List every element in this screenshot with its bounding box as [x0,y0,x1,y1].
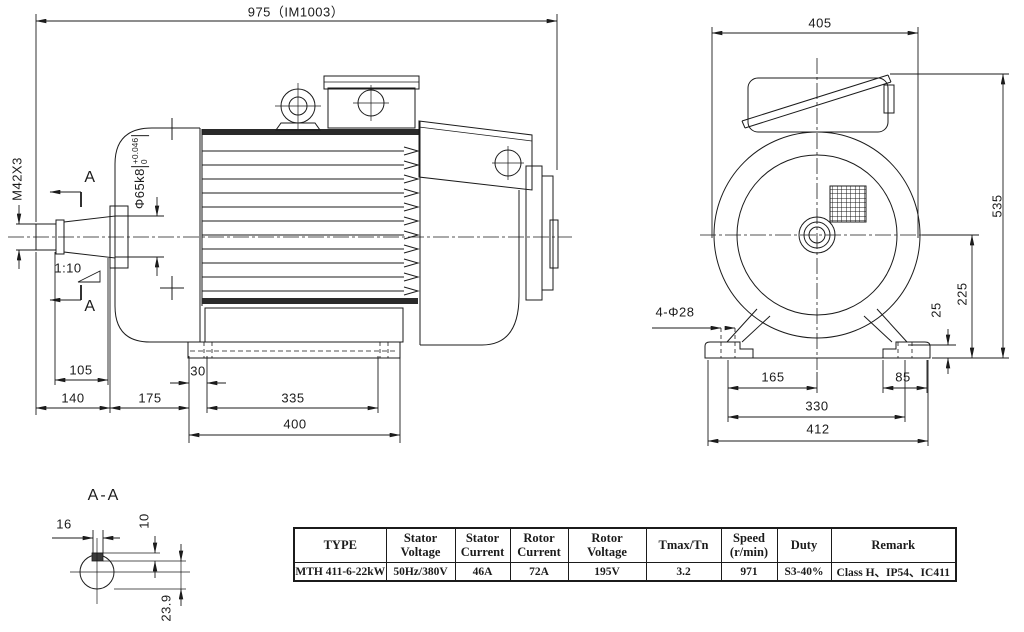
front-bottom-dims [707,360,929,446]
shaft-dia-value: Φ65k8 [132,168,148,210]
value-stator-current: 46A [454,562,511,582]
value-tmax-tn: 3.2 [645,562,722,582]
shaft [35,205,129,269]
section-letter-top: A [84,169,96,186]
value-stator-voltage: 50Hz/380V [385,562,456,582]
dim-label-330: 330 [805,398,829,414]
dim-label-thread: M42X3 [9,157,25,201]
value-rotor-voltage: 195V [567,562,647,582]
side-view [8,14,572,443]
side-bottom-dims [35,252,401,443]
col-type: TYPE [293,527,387,563]
col-duty: Duty [776,527,832,563]
value-duty: S3-40% [776,562,832,582]
lifting-eye [275,83,321,131]
base [187,307,404,359]
dim-label-shaft-diameter: Φ65k8 +0.046 0 [130,134,149,210]
dim-label-23-9: 23.9 [158,594,174,622]
dim-label-412: 412 [806,421,830,437]
shaft-dia-tolerance: +0.046 0 [130,134,149,168]
dim-phi65 [115,197,164,276]
dim-label-535: 535 [989,194,1005,218]
taper-label: 1:10 [54,260,82,276]
value-remark: Class H、IP54、IC411 [830,562,957,582]
holes-label: 4-Φ28 [655,304,695,320]
dim-label-25: 25 [928,302,944,318]
value-rotor-current: 72A [509,562,569,582]
spec-data-row: MTH 411-6-22kW 50Hz/380V 46A 72A 195V 3.… [293,562,957,582]
feet [704,308,931,359]
dim-label-400: 400 [283,416,307,432]
dim-label-10: 10 [136,513,152,529]
dim-label-105: 105 [69,362,93,378]
dim-16 [52,530,120,553]
dim-label-335: 335 [281,390,305,406]
section-title: A-A [87,487,121,504]
dim-label-140: 140 [61,390,85,406]
fin-block [201,129,420,306]
dim-label-175: 175 [138,390,162,406]
frame-inner-circle [736,154,898,316]
front-view [652,27,1009,446]
dim-label-165: 165 [761,369,785,385]
dim-m42 [16,205,36,269]
value-speed: 971 [720,562,778,582]
section-letter-bottom: A [84,298,96,315]
dim-label-overall-length: 975（IM1003） [247,4,345,20]
dim-975 [35,14,558,415]
col-speed: Speed(r/min) [720,527,778,563]
section-a-a [52,530,190,606]
taper-symbol [77,270,101,283]
vent-grid [829,185,867,223]
col-tmax-tn: Tmax/Tn [645,527,722,563]
col-remark: Remark [830,527,957,563]
dim-label-225: 225 [954,282,970,306]
terminal-box-side [323,75,420,129]
endshield [114,118,201,343]
terminal-box-front [741,74,895,133]
dim-label-85: 85 [895,369,911,385]
dim-label-16: 16 [56,516,72,532]
slipring-housing [418,120,559,346]
dim-label-30: 30 [190,363,206,379]
value-type: MTH 411-6-22kW [293,562,387,582]
dim-405 [711,27,919,238]
dim-25 [908,329,956,374]
dim-225 [922,234,979,359]
dim-label-405: 405 [808,15,832,31]
